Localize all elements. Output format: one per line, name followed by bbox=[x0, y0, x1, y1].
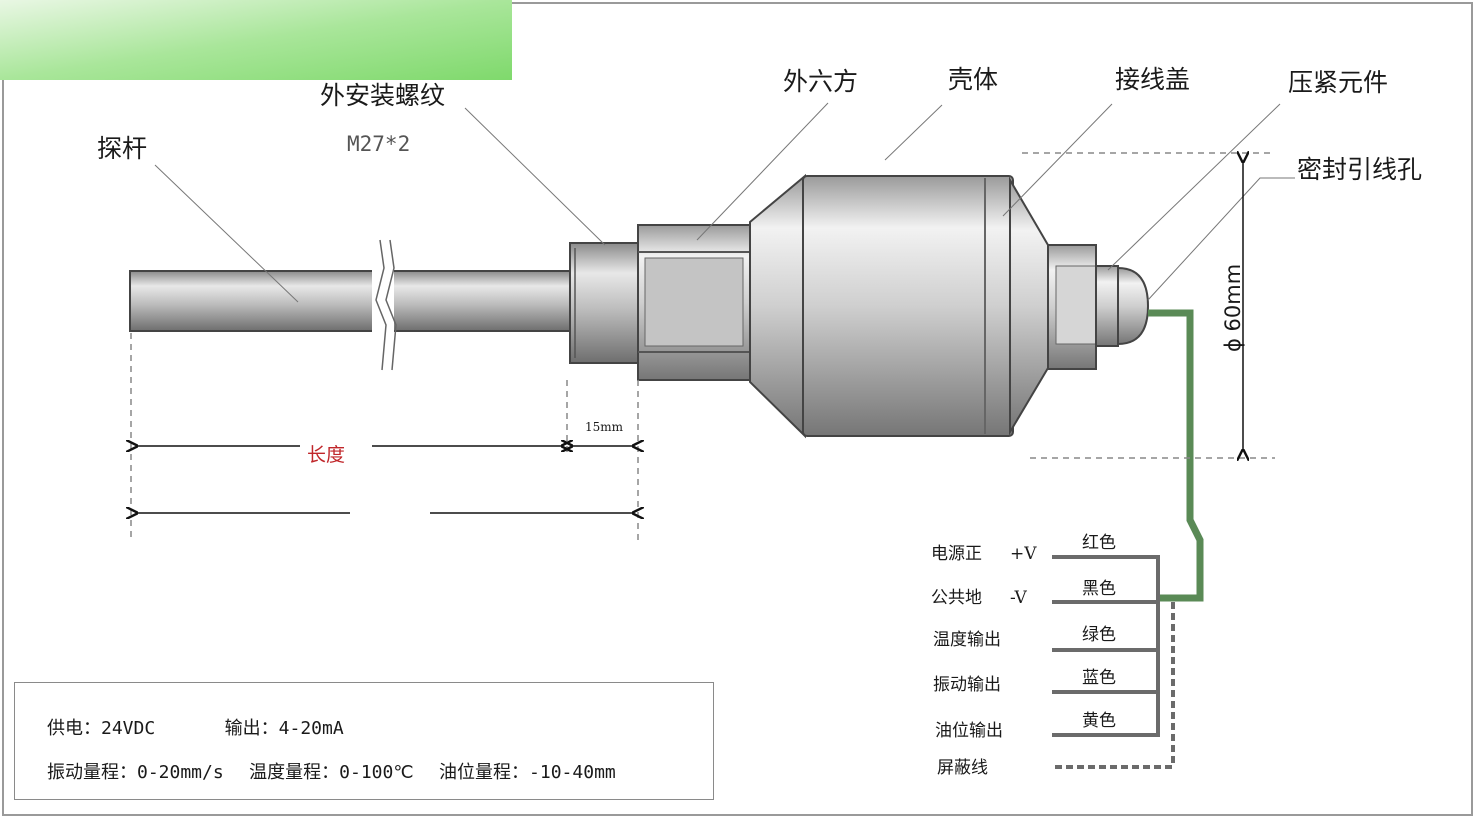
label-probe: 探杆 bbox=[97, 134, 147, 163]
label-compression: 压紧元件 bbox=[1288, 68, 1388, 97]
wire-function-5: 油位输出 bbox=[935, 721, 1003, 741]
supply-value: 24VDC bbox=[101, 718, 156, 739]
label-15mm: 15mm bbox=[585, 420, 624, 434]
header-banner bbox=[0, 0, 512, 80]
spec-line-2: 振动量程：0-20mm/s 温度量程：0-100℃ 油位量程：-10-40mm bbox=[47, 758, 616, 784]
wire-color-4: 蓝色 bbox=[1082, 668, 1116, 688]
spec-box: 供电：24VDC 输出：4-20mA 振动量程：0-20mm/s 温度量程：0-… bbox=[14, 682, 714, 800]
wire-polarity-1: +V bbox=[1010, 544, 1037, 564]
wire-color-1: 红色 bbox=[1082, 533, 1116, 553]
mount-thread bbox=[569, 242, 639, 364]
label-seal-hole: 密封引线孔 bbox=[1297, 155, 1422, 184]
output-value: 4-20mA bbox=[278, 718, 344, 739]
label-housing: 壳体 bbox=[948, 65, 998, 94]
label-junction-cover: 接线盖 bbox=[1115, 65, 1190, 94]
supply-label: 供电： bbox=[47, 718, 101, 739]
diameter-dimension bbox=[1022, 153, 1275, 458]
length-dimensions bbox=[131, 333, 638, 540]
wire-function-3: 温度输出 bbox=[933, 630, 1001, 650]
wire-polarity-2: -V bbox=[1010, 588, 1028, 608]
wire-function-2: 公共地 bbox=[931, 588, 982, 608]
wire-color-2: 黑色 bbox=[1082, 579, 1116, 599]
leader-lines bbox=[154, 102, 1295, 303]
label-thread: 外安装螺纹 bbox=[320, 81, 445, 110]
oil-value: -10-40mm bbox=[529, 762, 616, 783]
vib-value: 0-20mm/s bbox=[137, 762, 224, 783]
temp-label: 温度量程： bbox=[249, 762, 340, 783]
probe-rod bbox=[129, 239, 571, 371]
label-thread-spec: M27*2 bbox=[347, 132, 410, 156]
label-hex: 外六方 bbox=[783, 67, 858, 96]
shield-line bbox=[1055, 602, 1175, 769]
shield-label: 屏蔽线 bbox=[937, 758, 988, 778]
label-diameter: ϕ 60mm bbox=[1221, 264, 1245, 352]
cable bbox=[1148, 309, 1204, 602]
wire-color-3: 绿色 bbox=[1082, 625, 1116, 645]
temp-value: 0-100℃ bbox=[339, 762, 414, 783]
spec-line-1: 供电：24VDC 输出：4-20mA bbox=[47, 714, 344, 740]
wiring-lines bbox=[1052, 555, 1160, 737]
wire-function-4: 振动输出 bbox=[933, 675, 1001, 695]
housing-body bbox=[749, 173, 1049, 439]
vib-label: 振动量程： bbox=[47, 762, 137, 783]
junction-cover bbox=[1047, 244, 1150, 370]
wire-color-5: 黄色 bbox=[1082, 711, 1116, 731]
hex-nut bbox=[637, 224, 751, 381]
output-label: 输出： bbox=[224, 718, 279, 739]
wire-function-1: 电源正 bbox=[931, 544, 982, 564]
label-length: 长度 bbox=[307, 444, 345, 466]
oil-label: 油位量程： bbox=[439, 762, 530, 783]
